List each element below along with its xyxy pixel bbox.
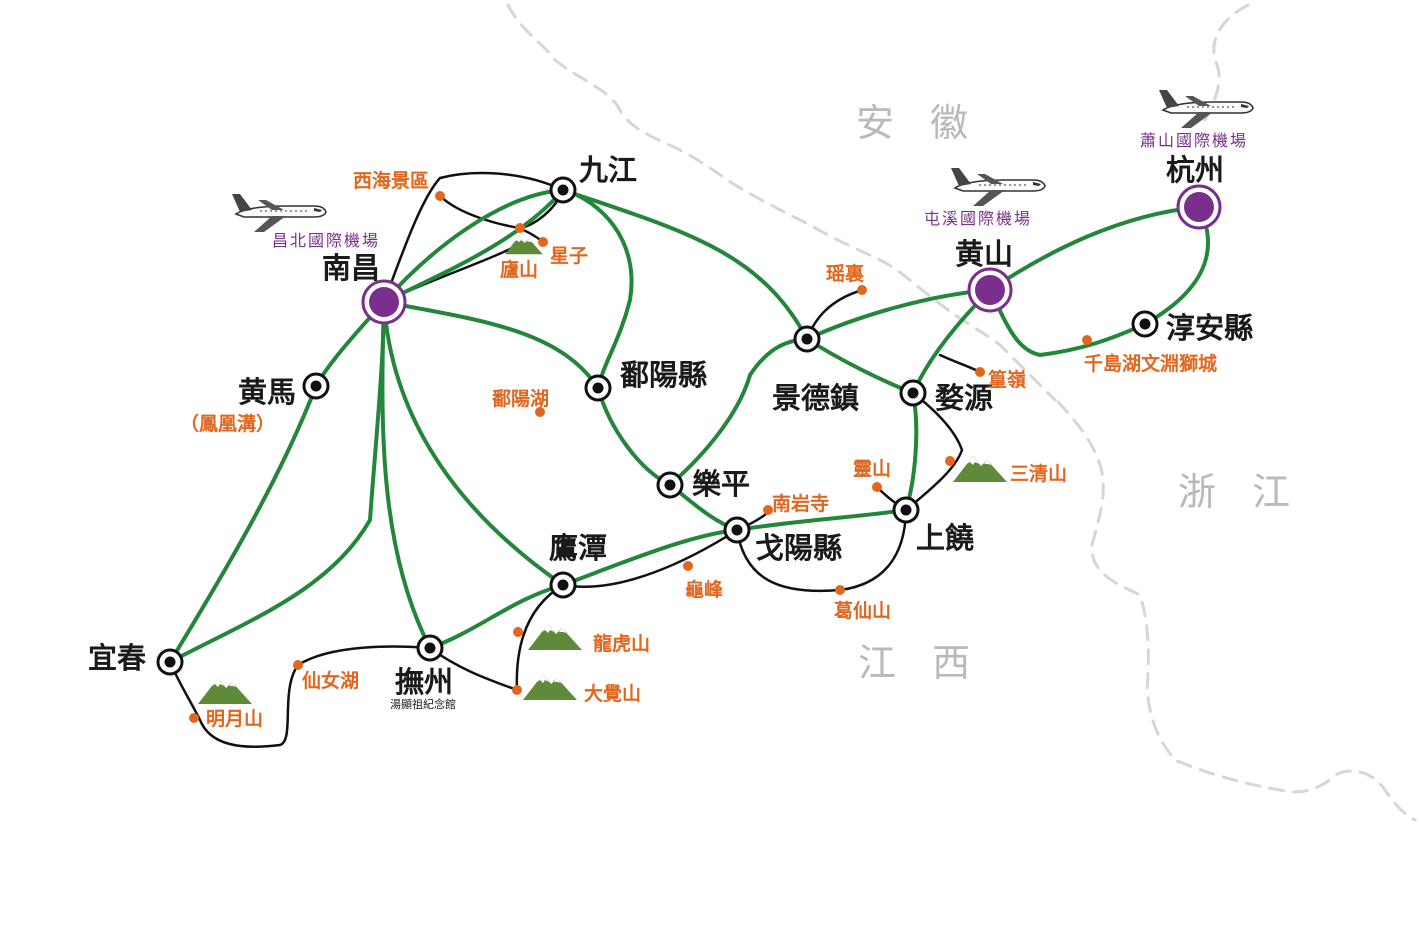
poi-label-poyang-lake: 鄱陽湖 — [491, 388, 549, 410]
poi-dot-icon — [535, 407, 545, 417]
poi-label-yaoli: 瑶裏 — [826, 262, 865, 285]
city-label-yichun: 宜春 — [88, 641, 147, 675]
poi-label-nanyan: 南岩寺 — [772, 492, 829, 515]
city-label-shangrao: 上饒 — [916, 521, 974, 555]
city-label-jingdezhen: 景德鎮 — [772, 381, 859, 415]
station-icon — [302, 372, 330, 400]
poi-dot-icon — [835, 585, 845, 595]
poi-label-mingyue: 明月山 — [206, 708, 263, 730]
city-label-jiujiang: 九江 — [579, 153, 637, 187]
station-icon — [549, 176, 577, 204]
poi-label-lushan: 廬山 — [500, 258, 538, 281]
poi-dot-icon — [872, 482, 882, 492]
poi-dot-icon — [975, 367, 985, 377]
hub-icon — [361, 279, 407, 325]
poi-dot-icon — [435, 191, 445, 201]
airport-label-nanchang: 昌北國際機場 — [272, 231, 380, 250]
city-label-chunan: 淳安縣 — [1166, 311, 1253, 345]
station-icon — [899, 379, 927, 407]
poi-label-xihai: 西海景區 — [353, 169, 429, 192]
poi-label-huangling: 篁嶺 — [988, 368, 1026, 391]
poi-label-lingshan: 靈山 — [853, 458, 891, 480]
poi-label-xingzi: 星子 — [550, 245, 588, 267]
city-label-yiyang: 戈陽縣 — [755, 531, 842, 565]
mountain-icon — [198, 678, 252, 704]
airplanes — [231, 89, 1254, 233]
poi-dot-icon — [945, 456, 955, 466]
poi-dot-icon — [1082, 335, 1092, 345]
city-label-poyang-county: 鄱陽縣 — [619, 358, 707, 392]
city-sublabel-huangma: （鳳凰溝） — [180, 412, 275, 435]
hub-icon — [1176, 184, 1222, 230]
poi-label-guifeng: 龜峰 — [685, 578, 724, 601]
city-label-leping: 樂平 — [692, 467, 750, 501]
station-icon — [892, 496, 920, 524]
hub-icon — [967, 267, 1013, 313]
city-label-wuyuan: 婺源 — [935, 381, 993, 415]
poi-dot-icon — [512, 685, 522, 695]
city-label-yingtan: 鷹潭 — [549, 531, 607, 565]
airplane-icon — [950, 167, 1046, 207]
poi-dot-icon — [538, 237, 548, 247]
city-label-hangzhou: 杭州 — [1166, 153, 1224, 187]
poi-dot-icon — [857, 285, 867, 295]
city-label-fuzhou: 撫州 — [395, 665, 453, 699]
airport-label-hangzhou: 蕭山國際機場 — [1140, 131, 1248, 150]
poi-dots — [189, 191, 1092, 723]
station-icon — [1131, 310, 1159, 338]
poi-label-xiannu: 仙女湖 — [302, 669, 359, 692]
airplane-icon — [231, 193, 327, 233]
station-icon — [723, 516, 751, 544]
province-label-anhui: 安 徽 — [856, 101, 980, 145]
city-sublabel-fuzhou: 湯顯祖紀念館 — [390, 697, 456, 711]
mountain-icon — [523, 674, 577, 700]
poi-dot-icon — [515, 223, 525, 233]
city-label-nanchang: 南昌 — [322, 251, 380, 285]
station-icon — [156, 648, 184, 676]
province-label-jiangxi: 江 西 — [858, 641, 982, 685]
poi-dot-icon — [513, 627, 523, 637]
airplane-icon — [1158, 89, 1254, 129]
poi-label-longhu: 龍虎山 — [593, 632, 650, 655]
station-icon — [656, 471, 684, 499]
airport-label-huangshan: 屯溪國際機場 — [924, 209, 1032, 228]
poi-dot-icon — [293, 660, 303, 670]
poi-dot-icon — [189, 713, 199, 723]
mountain-icon — [528, 624, 582, 650]
poi-label-gexian: 葛仙山 — [833, 599, 891, 622]
mountain-icon — [953, 456, 1007, 482]
city-label-huangma: 黄馬 — [238, 375, 296, 409]
station-icon — [793, 325, 821, 353]
city-label-huangshan: 黄山 — [955, 237, 1013, 271]
stations — [156, 176, 1222, 676]
poi-label-dajue: 大覺山 — [584, 682, 641, 705]
station-icon — [584, 374, 612, 402]
poi-dot-icon — [683, 561, 693, 571]
station-icon — [549, 571, 577, 599]
poi-label-qiandao: 千島湖文淵獅城 — [1084, 352, 1217, 375]
station-icon — [416, 634, 444, 662]
poi-dot-icon — [763, 505, 773, 515]
province-label-zhejiang: 浙 江 — [1178, 470, 1302, 514]
poi-label-sanqing: 三清山 — [1010, 462, 1067, 485]
province-borders — [506, 3, 1417, 822]
